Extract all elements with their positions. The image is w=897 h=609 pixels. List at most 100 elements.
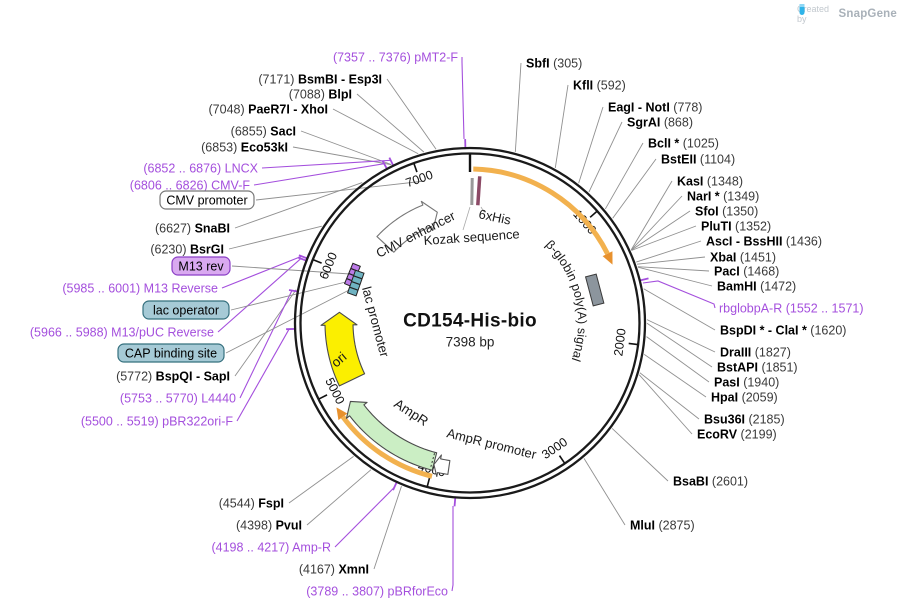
CAP-binding-site-text: CAP binding site (125, 347, 217, 361)
feature-lacop-feature[interactable] (346, 269, 365, 297)
enzyme-label-BspDIClaI[interactable]: BspDI * - ClaI * (1620) (720, 324, 846, 338)
enzyme-label-BclI[interactable]: BclI * (1025) (648, 137, 719, 151)
primer-label-CMVF[interactable]: (6806 .. 6826) CMV-F (130, 179, 251, 193)
enzyme-label-Bsu36I[interactable]: Bsu36I (2185) (704, 413, 785, 427)
enzyme-label-BsmBIEsp3I[interactable]: (7171) BsmBI - Esp3I (258, 73, 382, 87)
enzyme-label-BspQISapI[interactable]: (5772) BspQI - SapI (116, 370, 230, 384)
scale-label-2000: 2000 (611, 328, 628, 357)
primer-label-M13pUCReverse[interactable]: (5966 .. 5988) M13/pUC Reverse (30, 326, 214, 340)
ampr-arc-head (336, 407, 348, 421)
feature-box-CMV-promoter[interactable]: CMV promoter (159, 190, 255, 210)
primer-label-M13Reverse[interactable]: (5985 .. 6001) M13 Reverse (62, 282, 218, 296)
bglobin-polya-box-rect (584, 273, 605, 307)
enzyme-label-SgrAI[interactable]: SgrAI (868) (627, 116, 693, 130)
enzyme-label-BstAPI[interactable]: BstAPI (1851) (717, 361, 798, 375)
enzyme-label-BstEII[interactable]: BstEII (1104) (661, 153, 735, 167)
connector-lac-operator (230, 279, 355, 311)
lac-operator-text: lac operator (153, 304, 219, 318)
CAP-binding-site-rect (117, 343, 225, 363)
feature-ori[interactable] (320, 311, 366, 387)
inner-label-AmpR-promoter[interactable]: AmpR promoter (445, 425, 538, 462)
enzyme-label-BamHI[interactable]: BamHI (1472) (717, 280, 796, 294)
CMV-promoter-rect (159, 190, 255, 210)
plasmid-ring-inner (299, 152, 641, 494)
feature-box-lac-operator[interactable]: lac operator (142, 300, 230, 320)
CMV-promoter-text: CMV promoter (166, 194, 247, 208)
scale-tick-1000 (589, 210, 598, 218)
connector-BsrGI (228, 225, 322, 250)
feature-bglobin-polya-box[interactable] (584, 273, 605, 307)
enzyme-label-SnaBI[interactable]: (6627) SnaBI (155, 222, 230, 236)
connector-BlpI (356, 93, 425, 153)
snapgene-flask-icon (799, 4, 805, 15)
enzyme-label-PacI[interactable]: PacI (1468) (714, 265, 779, 279)
ampr-arc[interactable] (340, 415, 433, 479)
enzyme-label-SfoI[interactable]: SfoI (1350) (695, 205, 758, 219)
primer-AmpR-connector (334, 487, 395, 548)
feature-ampr-gene[interactable] (345, 400, 438, 471)
connector-BamHI (637, 266, 713, 287)
feature-box-M13-rev[interactable]: M13 rev (171, 256, 231, 276)
scale-tick-4000 (426, 477, 431, 487)
inner-label-6xHis[interactable]: 6xHis (477, 206, 512, 228)
enzyme-label-PvuI[interactable]: (4398) PvuI (236, 519, 302, 533)
enzyme-label-KasI[interactable]: KasI (1348) (677, 175, 743, 189)
enzyme-label-EcoRV[interactable]: EcoRV (2199) (697, 428, 777, 442)
enzyme-label-BlpI[interactable]: (7088) BlpI (289, 88, 352, 102)
primer-label-AmpR[interactable]: (4198 .. 4217) Amp-R (211, 541, 331, 555)
feature-sixhis-bar (476, 176, 482, 206)
enzyme-label-MluI[interactable]: MluI (2875) (630, 519, 695, 533)
inner-label-Kozak-sequence[interactable]: Kozak sequence (423, 226, 520, 248)
snapgene-watermark: Created by SnapGene (797, 4, 897, 24)
primer-pBR322oriF-connector (236, 328, 290, 422)
inner-label-ori[interactable]: ori (328, 349, 349, 370)
enzyme-label-EagINotI[interactable]: EagI - NotI (778) (608, 101, 702, 115)
connector-BspDIClaI (643, 288, 716, 331)
connector-FspI (288, 455, 354, 504)
primer-label-LNCX[interactable]: (6852 .. 6876) LNCX (143, 162, 258, 176)
primer-M13Reverse-connector (221, 255, 302, 289)
feature-cmv-enhancer[interactable] (376, 200, 438, 253)
connector-CMV-promoter (255, 180, 426, 201)
enzyme-label-AscIBssHII[interactable]: AscI - BssHII (1436) (706, 235, 822, 249)
connector-HpaI (643, 353, 707, 398)
inner-label-AmpR[interactable]: AmpR (391, 396, 431, 429)
enzyme-label-BsaBI[interactable]: BsaBI (2601) (673, 475, 748, 489)
enzyme-label-SacI[interactable]: (6855) SacI (231, 125, 296, 139)
bglobin-polya-label[interactable]: β-globin poly(A) signal (543, 237, 589, 363)
primer-label-L4440[interactable]: (5753 .. 5770) L4440 (120, 392, 236, 406)
connector-XmnI (373, 486, 402, 570)
connector-PluTI (631, 225, 697, 251)
feature-box-CAP-binding-site[interactable]: CAP binding site (117, 343, 225, 363)
enzyme-label-HpaI[interactable]: HpaI (2059) (711, 391, 778, 405)
connector-SfoI (631, 210, 691, 251)
primer-pMT2F-connector (461, 57, 465, 140)
connector-BstEII (612, 158, 657, 219)
enzyme-label-Eco53kI[interactable]: (6853) Eco53kI (201, 141, 288, 155)
connector-BstAPI (646, 322, 713, 368)
enzyme-label-SbfI[interactable]: SbfI (305) (526, 57, 582, 71)
M13-rev-rect (171, 256, 231, 276)
sixhis-leader (480, 206, 485, 213)
connector-PasI (646, 336, 710, 383)
enzyme-label-PaeR7IXhoI[interactable]: (7048) PaeR7I - XhoI (209, 103, 329, 117)
enzyme-label-PluTI[interactable]: PluTI (1352) (701, 220, 771, 234)
primer-label-pBR322oriF[interactable]: (5500 .. 5519) pBR322ori-F (81, 415, 234, 429)
primer-label-pMT2F[interactable]: (7357 .. 7376) pMT2-F (333, 51, 458, 65)
enzyme-label-KflI[interactable]: KflI (592) (573, 79, 626, 93)
inner-label-lac-promoter[interactable]: lac promoter (359, 285, 392, 359)
enzyme-label-XbaI[interactable]: XbaI (1451) (710, 251, 776, 265)
enzyme-label-XmnI[interactable]: (4167) XmnI (299, 563, 369, 577)
enzyme-label-NarI[interactable]: NarI * (1349) (687, 190, 759, 204)
enzyme-label-PasI[interactable]: PasI (1940) (714, 376, 779, 390)
scale-tick-2000 (628, 342, 638, 346)
primer-label-rbglobpAR[interactable]: rbglobpA-R (1552 .. 1571) (719, 302, 864, 316)
enzyme-label-BsrGI[interactable]: (6230) BsrGI (150, 243, 224, 257)
scale-label-6000: 6000 (317, 250, 340, 281)
scale-tick-5000 (318, 394, 328, 400)
primer-label-pBRforEco[interactable]: (3789 .. 3807) pBRforEco (306, 585, 448, 599)
cds-arc[interactable] (473, 166, 610, 255)
enzyme-label-FspI[interactable]: (4544) FspI (219, 497, 284, 511)
enzyme-label-DraIII[interactable]: DraIII (1827) (720, 346, 791, 360)
feature-ampr-promoter[interactable] (433, 454, 451, 477)
